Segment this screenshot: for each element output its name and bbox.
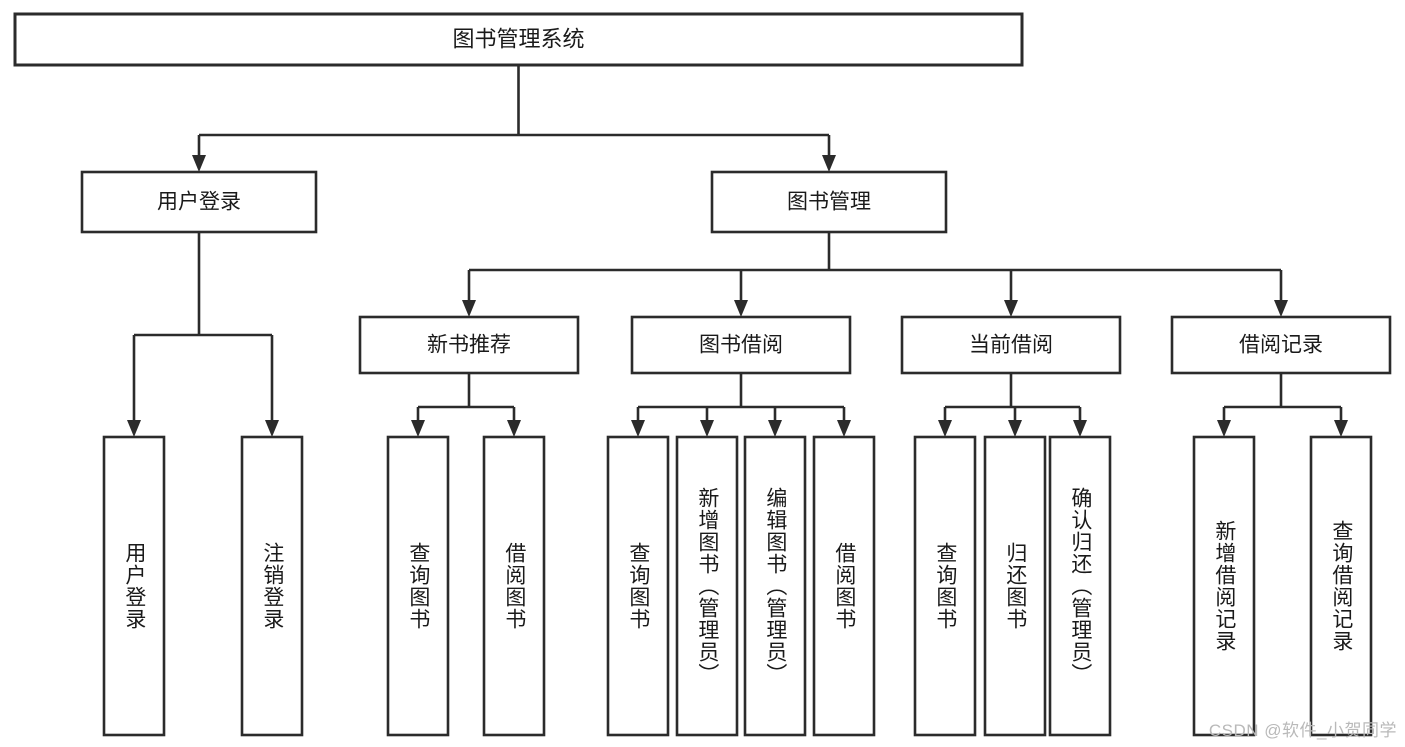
node-borrow-book-2[interactable] [812, 435, 876, 737]
node-label-book-borrow: 图书借阅 [699, 334, 783, 357]
node-confirm-return-admin[interactable] [1048, 435, 1112, 737]
node-new-book-recommend[interactable] [358, 315, 580, 375]
node-borrow-book-1[interactable] [482, 435, 546, 737]
arrow-head-icon [192, 155, 206, 172]
connector-layer [127, 65, 1348, 437]
node-label-current-borrow: 当前借阅 [969, 334, 1053, 357]
node-label-new-book-recommend: 新书推荐 [427, 334, 511, 357]
node-return-book[interactable] [983, 435, 1047, 737]
node-add-book-admin[interactable] [675, 435, 739, 737]
node-add-borrow-record[interactable] [1192, 435, 1256, 737]
arrow-head-icon [1274, 300, 1288, 317]
node-query-borrow-record[interactable] [1309, 435, 1373, 737]
arrow-head-icon [938, 420, 952, 437]
node-label-borrow-records: 借阅记录 [1239, 334, 1323, 357]
node-box-layer [13, 12, 1392, 737]
arrow-head-icon [700, 420, 714, 437]
arrow-head-icon [1008, 420, 1022, 437]
node-current-borrow[interactable] [900, 315, 1122, 375]
arrow-head-icon [1334, 420, 1348, 437]
arrow-head-icon [507, 420, 521, 437]
node-label-root: 图书管理系统 [452, 26, 584, 51]
node-edit-book-admin[interactable] [743, 435, 807, 737]
arrow-head-icon [462, 300, 476, 317]
arrow-head-icon [127, 420, 141, 437]
node-user-login[interactable] [80, 170, 318, 234]
node-label-user-login: 用户登录 [157, 191, 241, 214]
node-query-book-3[interactable] [913, 435, 977, 737]
node-query-book-2[interactable] [606, 435, 670, 737]
arrow-head-icon [837, 420, 851, 437]
node-query-book-1[interactable] [386, 435, 450, 737]
arrow-head-icon [734, 300, 748, 317]
node-user-login-action[interactable] [102, 435, 166, 737]
arrow-head-icon [265, 420, 279, 437]
arrow-head-icon [1004, 300, 1018, 317]
node-label-book-management: 图书管理 [787, 191, 871, 214]
node-book-borrow[interactable] [630, 315, 852, 375]
node-borrow-records[interactable] [1170, 315, 1392, 375]
arrow-head-icon [631, 420, 645, 437]
arrow-head-icon [411, 420, 425, 437]
arrow-head-icon [1217, 420, 1231, 437]
node-book-management[interactable] [710, 170, 948, 234]
node-root[interactable] [13, 12, 1024, 67]
arrow-head-icon [1073, 420, 1087, 437]
arrow-head-icon [768, 420, 782, 437]
arrow-head-icon [822, 155, 836, 172]
watermark-text: CSDN @软件_小贺同学 [1208, 721, 1397, 740]
node-user-logout-action[interactable] [240, 435, 304, 737]
